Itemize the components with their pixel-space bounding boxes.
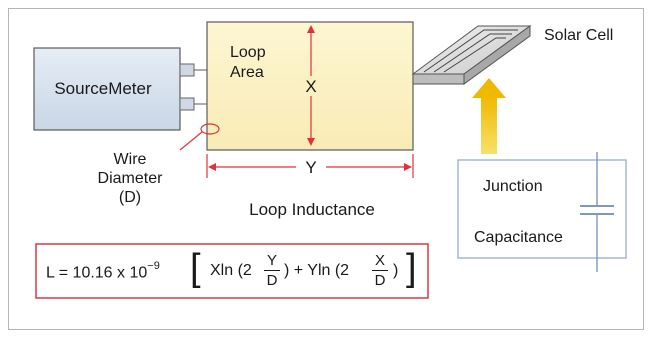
wire-label-line3: (D): [119, 189, 141, 206]
formula-term1: Xln (2: [210, 262, 252, 279]
y-arrowhead-left: [208, 163, 216, 171]
y-arrowhead-right: [404, 163, 412, 171]
solar-cell-grid-lines-3: [443, 37, 506, 73]
wire-label-line2: Diameter: [98, 170, 164, 187]
x-label: X: [305, 77, 316, 96]
yellow-arrow-shaft: [481, 96, 497, 154]
loop-area-label-line1: Loop: [230, 44, 266, 61]
sourcemeter-terminal-bottom: [179, 97, 195, 111]
x-arrowhead-top: [307, 25, 315, 33]
wire-callout-line: [179, 131, 203, 151]
wire-label-line1: Wire: [114, 151, 147, 168]
solar-cell-top-face: [411, 25, 532, 75]
formula-left-bracket: [: [190, 247, 201, 289]
y-label: Y: [305, 158, 316, 177]
solar-cell-grid-lines: [423, 29, 518, 73]
formula-mid: ) + Yln (2: [284, 262, 350, 279]
fraction-2-denominator: D: [374, 272, 386, 289]
formula-lhs-text: L = 10.16 x 10: [46, 264, 148, 282]
fraction-1-numerator: Y: [266, 252, 277, 269]
fraction-2-numerator: X: [374, 252, 385, 269]
loop-inductance-caption: Loop Inductance: [249, 200, 375, 219]
solar-cell-side-face: [463, 25, 531, 85]
formula-lhs: L = 10.16 x 10−9: [46, 260, 160, 282]
x-arrowhead-bottom: [307, 138, 315, 146]
capacitance-label: Capacitance: [474, 229, 563, 246]
loop-area-label-line2: Area: [230, 64, 264, 81]
solar-cell-label: Solar Cell: [544, 27, 613, 44]
solar-cell-grid-lines-2: [433, 33, 512, 73]
sourcemeter-label: SourceMeter: [54, 79, 152, 98]
fraction-2-bar: [372, 270, 388, 271]
yellow-arrow-head: [472, 78, 506, 98]
sourcemeter-terminal-top: [179, 63, 195, 77]
formula-exponent: −9: [147, 260, 160, 272]
junction-capacitance-box: [457, 159, 627, 259]
formula-right-bracket: ]: [406, 247, 417, 289]
junction-label: Junction: [483, 178, 543, 195]
solar-cell-front-face: [412, 73, 465, 85]
formula-close: ): [393, 262, 399, 279]
sourcemeter-box: [33, 47, 181, 131]
formula-box: [35, 243, 429, 299]
formula-fraction-1: Y D: [264, 253, 280, 288]
fraction-1-bar: [264, 270, 280, 271]
fraction-1-denominator: D: [266, 272, 278, 289]
formula-fraction-2: X D: [372, 253, 388, 288]
wire-diameter-marker: [200, 123, 220, 135]
